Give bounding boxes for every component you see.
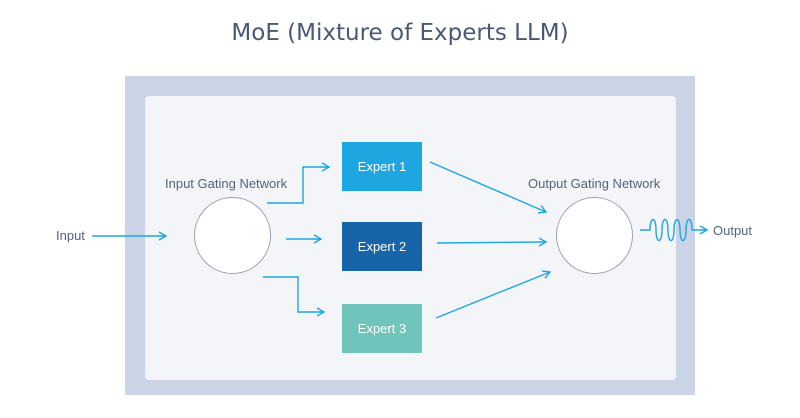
input-gating-label: Input Gating Network (165, 176, 288, 191)
expert-2-to-output-arrow (436, 237, 548, 247)
expert-2-box: Expert 2 (342, 222, 422, 271)
expert-1-box: Expert 1 (342, 142, 422, 191)
output-gating-node (556, 197, 633, 274)
output-wave-arrow (640, 218, 709, 242)
diagram-title: MoE (Mixture of Experts LLM) (231, 20, 569, 46)
output-label: Output (713, 223, 753, 238)
input-label: Input (56, 228, 85, 243)
output-gating-label: Output Gating Network (528, 176, 661, 191)
expert-3-to-output-arrow (435, 270, 552, 319)
gate-to-expert-3-arrow (263, 276, 326, 317)
expert-3-box: Expert 3 (342, 304, 422, 353)
input-gating-node (194, 197, 271, 274)
expert-1-to-output-arrow (429, 161, 548, 214)
gate-to-expert-1-arrow (267, 162, 331, 204)
